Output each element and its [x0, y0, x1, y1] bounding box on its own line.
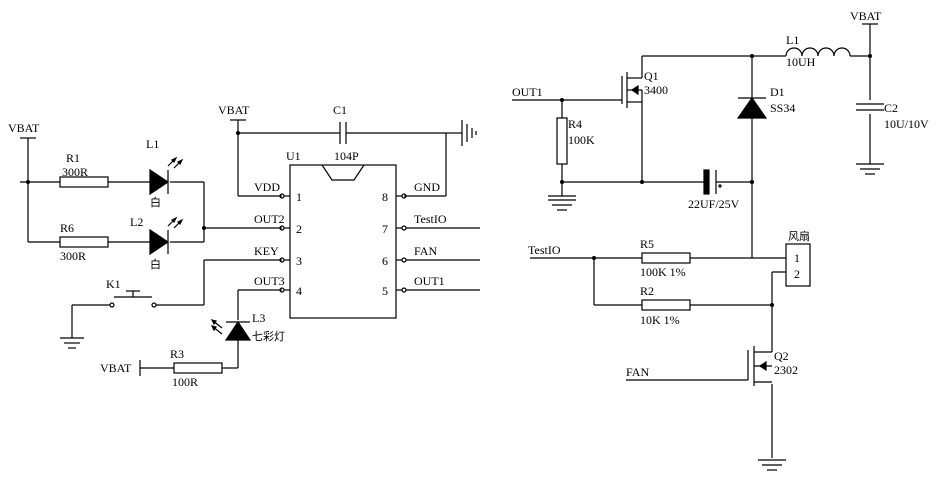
q1-mosfet: [621, 56, 643, 182]
r6-resistor: [59, 236, 109, 248]
c1-ref: C1: [333, 103, 347, 117]
l2-ref: L2: [130, 215, 143, 229]
u1-pin5-num: 5: [382, 284, 388, 298]
u1-pin8-name: GND: [414, 180, 440, 194]
l3-led: [210, 319, 252, 341]
d1-ref: D1: [770, 85, 785, 99]
l1-inductor: [785, 47, 851, 57]
u1-ic: [289, 164, 397, 319]
c2-capacitor: [856, 103, 884, 111]
r4-ref: R4: [568, 117, 582, 131]
c2-ref: C2: [884, 101, 898, 115]
q2-part: 2302: [774, 363, 798, 377]
u1-pin2-num: 2: [296, 222, 302, 236]
vbat-symbol-left: [20, 137, 36, 180]
r4-value: 100K: [568, 133, 595, 147]
r1-ref: R1: [66, 151, 80, 165]
q2-ref: Q2: [774, 349, 789, 363]
ground-symbol-q2: [758, 459, 786, 471]
u1-pin3-num: 3: [296, 254, 302, 268]
c1-capacitor: [339, 122, 347, 144]
u1-pin1-num: 1: [296, 190, 302, 204]
q1-gate-wires: [512, 99, 622, 197]
out1-net-label: OUT1: [512, 85, 543, 99]
l2-color: 白: [150, 257, 161, 271]
q1-ref: Q1: [644, 69, 659, 83]
r5-ref: R5: [640, 237, 654, 251]
vbat-label-r3: VBAT: [100, 361, 132, 375]
junction-dots: [26, 54, 872, 307]
cap-22uf: [562, 169, 752, 195]
r2-ref: R2: [640, 284, 654, 298]
r1-resistor: [59, 176, 109, 188]
r3-wires: [139, 360, 174, 376]
u1-pin1-name: VDD: [254, 180, 280, 194]
c2-value: 10U/10V: [884, 117, 929, 131]
fan-connector-pin1: 1: [794, 251, 800, 265]
l3-color: 七彩灯: [252, 330, 285, 343]
u1-pins-left: [279, 193, 290, 293]
q1-part: 3400: [644, 83, 668, 97]
r3-ref: R3: [170, 347, 184, 361]
l1r-value: 10UH: [786, 55, 816, 69]
d1-diode: [736, 56, 768, 258]
cap-22uf-value: 22UF/25V: [688, 197, 740, 211]
ground-symbol-c2: [856, 163, 884, 175]
fan-connector: [785, 243, 811, 287]
k1-switch: [109, 290, 157, 308]
ground-symbol-k1: [60, 337, 84, 349]
key-wires: [71, 259, 282, 338]
u1-pin6-name: FAN: [414, 244, 437, 258]
r4-resistor: [556, 117, 568, 165]
u1-pin6-num: 6: [382, 254, 388, 268]
c1-value: 104P: [334, 149, 359, 163]
ground-symbol-r4: [548, 199, 576, 211]
k1-ref: K1: [106, 277, 121, 291]
u1-pin7-num: 7: [382, 222, 388, 236]
ground-symbol-c1: [461, 120, 477, 146]
u1-ref: U1: [286, 149, 301, 163]
testio-net-label: TestIO: [528, 243, 561, 257]
r3-resistor: [173, 362, 223, 374]
testio-wires: [530, 257, 786, 458]
r6-value: 300R: [60, 249, 86, 263]
u1-pin4-num: 4: [296, 284, 302, 298]
fan-connector-pin2: 2: [794, 267, 800, 281]
vbat-symbol-vdd: [230, 119, 462, 197]
u1-pin4-name: OUT3: [254, 274, 285, 288]
d1-part: SS34: [770, 101, 795, 115]
l1-color: 白: [150, 195, 161, 209]
u1-pin3-name: KEY: [254, 244, 279, 258]
r5-value: 100K 1%: [640, 265, 686, 279]
u1-pins-right: [396, 193, 480, 293]
out3-wires: [222, 289, 282, 369]
vbat-label-left: VBAT: [8, 121, 40, 135]
l2-led: [149, 216, 184, 256]
u1-pin7-name: TestIO: [414, 212, 447, 226]
r3-value: 100R: [172, 375, 198, 389]
r6-ref: R6: [60, 221, 74, 235]
r1-value: 300R: [62, 165, 88, 179]
l1-ref: L1: [146, 137, 159, 151]
l3-ref: L3: [252, 311, 265, 325]
vbat-label-vdd: VBAT: [218, 103, 250, 117]
u1-pin8-num: 8: [382, 190, 388, 204]
q2-mosfet: [626, 346, 772, 386]
r5-resistor: [641, 252, 691, 264]
u1-pin5-name: OUT1: [414, 274, 445, 288]
r2-resistor: [641, 299, 691, 311]
fan-net-label: FAN: [626, 365, 649, 379]
u1-pin2-name: OUT2: [254, 212, 285, 226]
l1r-ref: L1: [786, 33, 799, 47]
vbat-symbol-right: [862, 23, 878, 164]
vbat-label-right: VBAT: [850, 9, 882, 23]
r2-value: 10K 1%: [640, 313, 680, 327]
l1-led: [149, 156, 184, 196]
fan-connector-title: 风扇: [788, 229, 810, 243]
